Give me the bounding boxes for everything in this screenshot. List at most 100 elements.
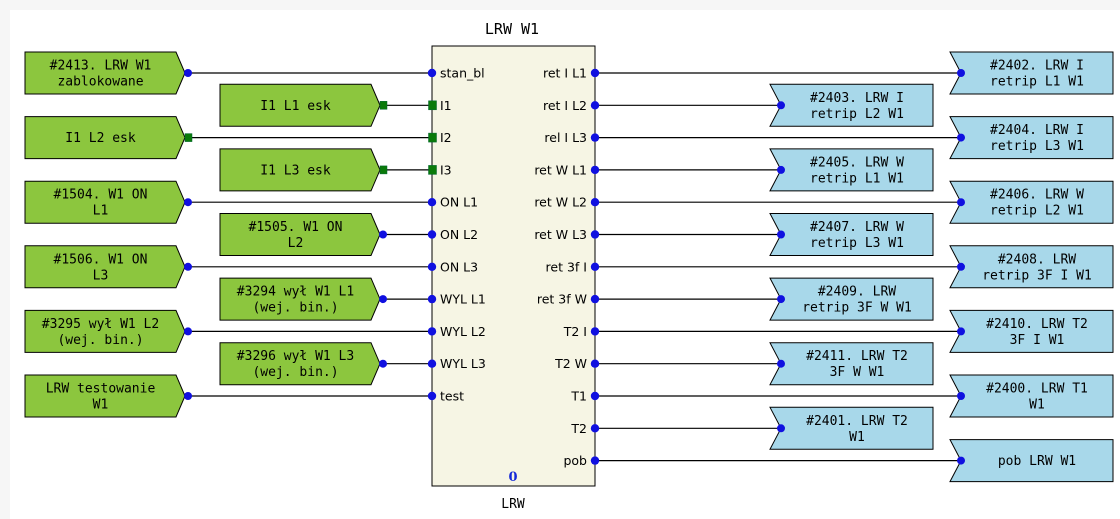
output-signal-label-line: #2401. LRW T2 (806, 414, 908, 429)
input-signal-box (24, 180, 186, 224)
function-block[interactable]: LRW W1 0 LRW (431, 20, 596, 512)
output-port-dot[interactable] (590, 327, 600, 336)
input-signal-wyl-l2[interactable]: #3295 wył W1 L2(wej. bin.) (24, 309, 192, 353)
output-signal-label-line: W1 (1029, 398, 1045, 413)
input-signal-label-line: #1504. W1 ON (54, 188, 148, 203)
input-port-dot[interactable] (427, 198, 437, 207)
analog-port-square[interactable] (428, 132, 437, 143)
input-signal-label-line: #3295 wył W1 L2 (42, 317, 159, 332)
input-port-dot[interactable] (427, 327, 437, 336)
input-signal-label-line: (wej. bin.) (252, 365, 338, 380)
output-port-label: pob (563, 453, 587, 468)
source-dot (379, 230, 387, 239)
input-signal-wyl-l3[interactable]: #3296 wył W1 L3(wej. bin.) (219, 342, 387, 386)
input-signal-label-line: L2 (288, 236, 304, 251)
sink-dot (777, 230, 785, 239)
input-signal-label-line: zablokowane (57, 75, 143, 90)
output-port-label: ret 3f W (537, 292, 587, 307)
input-signal-i1[interactable]: I1 L1 esk (219, 83, 388, 127)
output-signal-label-line: #2407. LRW W (810, 220, 904, 235)
input-signal-label-line: (wej. bin.) (57, 333, 143, 348)
output-signal-label-line: #2403. LRW I (810, 91, 904, 106)
block-type-label: LRW (501, 497, 525, 512)
output-port-dot[interactable] (590, 165, 600, 175)
analog-port-square[interactable] (428, 100, 437, 111)
input-signal-box (24, 374, 186, 418)
input-signal-wyl-l1[interactable]: #3294 wył W1 L1(wej. bin.) (219, 277, 387, 321)
input-signal-label-line: I1 L1 esk (260, 99, 331, 114)
output-signal-label-line: pob LRW W1 (998, 454, 1076, 469)
sink-dot (777, 165, 785, 174)
input-port-label: ON L2 (440, 227, 478, 242)
input-signal-label-line: L1 (93, 204, 109, 219)
output-port-dot[interactable] (590, 133, 600, 142)
output-port-dot[interactable] (590, 101, 600, 110)
output-signal-label-line: 3F I W1 (1010, 333, 1065, 348)
input-port-dot[interactable] (427, 262, 437, 271)
output-port-label: ret W L1 (534, 162, 587, 177)
input-signal-box (219, 277, 381, 321)
output-port-dot[interactable] (590, 230, 600, 239)
input-signal-label-line: #3294 wył W1 L1 (237, 285, 354, 300)
output-signal-label-line: retrip L1 W1 (810, 171, 904, 186)
input-port-dot[interactable] (427, 230, 437, 239)
input-signal-i3[interactable]: I1 L3 esk (219, 148, 388, 192)
output-port-dot[interactable] (590, 198, 600, 207)
output-port-dot[interactable] (590, 424, 600, 433)
output-signal-label-line: 3F W W1 (830, 365, 885, 380)
input-port-dot[interactable] (427, 294, 437, 304)
output-port-dot[interactable] (590, 294, 600, 304)
output-port-label: T1 (570, 389, 587, 404)
output-signal-label-line: #2409. LRW (818, 285, 896, 300)
sink-dot (777, 101, 785, 110)
input-signal-label-line: I1 L3 esk (260, 163, 331, 178)
output-port-dot[interactable] (590, 391, 600, 401)
input-port-dot[interactable] (427, 391, 437, 401)
source-dot (184, 392, 192, 400)
input-port-label: WYL L3 (440, 356, 486, 371)
output-signal-pob[interactable]: pob LRW W1 (949, 439, 1114, 483)
input-signal-i2[interactable]: I1 L2 esk (24, 116, 193, 160)
input-port-label: test (440, 389, 464, 404)
output-signal-label-line: #2400. LRW T1 (986, 382, 1088, 397)
analog-port-square[interactable] (428, 165, 437, 175)
input-port-label: stan_bl (440, 66, 485, 81)
output-signal-label-line: #2411. LRW T2 (806, 349, 908, 364)
output-port-dot[interactable] (590, 456, 600, 465)
input-signal-box (24, 51, 186, 95)
output-signal-label-line: #2405. LRW W (810, 155, 904, 170)
input-port-dot[interactable] (427, 359, 437, 368)
output-port-dot[interactable] (590, 262, 600, 271)
input-port-dot[interactable] (427, 68, 437, 78)
block-body (431, 45, 596, 487)
output-port-dot[interactable] (590, 68, 600, 78)
output-port-label: ret W L2 (534, 195, 587, 210)
output-signal-label-line: retrip L3 W1 (990, 139, 1084, 154)
sink-dot (957, 69, 965, 77)
sink-dot (777, 424, 785, 433)
output-port-label: T2 W (554, 356, 587, 371)
output-signal-label-line: #2402. LRW I (990, 59, 1084, 74)
output-port-dot[interactable] (590, 359, 600, 368)
input-signal-label-line: W1 (93, 398, 109, 413)
source-dot (184, 198, 192, 207)
